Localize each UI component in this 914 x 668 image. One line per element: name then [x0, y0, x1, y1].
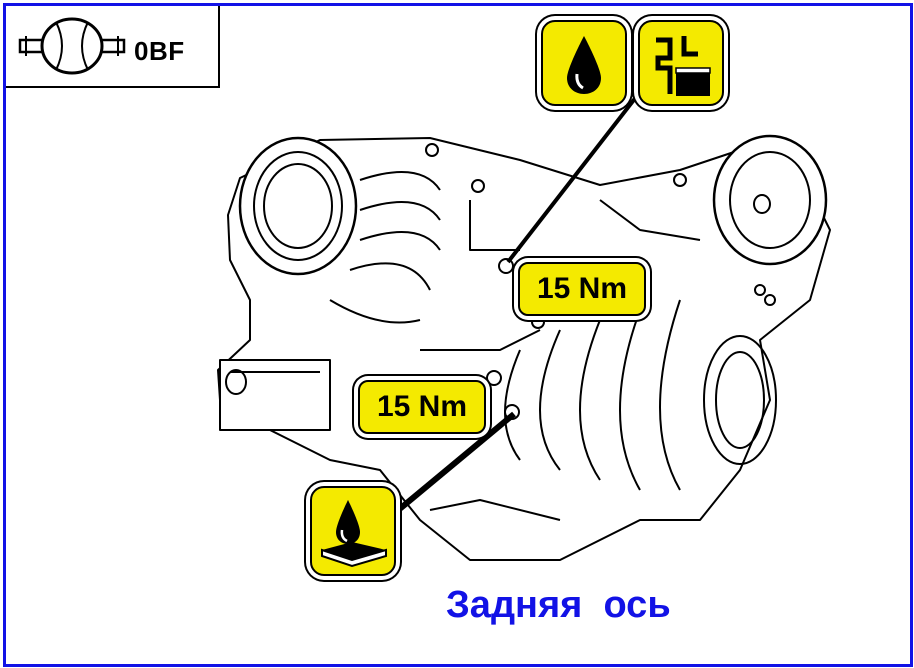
diagram-caption: Задняя ось [446, 584, 671, 626]
sealant-icon [310, 486, 396, 576]
fill-level-icon [638, 20, 724, 106]
code-label-box: 0BF [6, 6, 220, 88]
axle-housing-icon [18, 17, 126, 75]
torque-label-lower: 15 Nm [358, 380, 486, 434]
component-code: 0BF [134, 36, 185, 66]
oil-drop-icon [541, 20, 627, 106]
diagram-frame [3, 3, 913, 667]
torque-label-upper: 15 Nm [518, 262, 646, 316]
